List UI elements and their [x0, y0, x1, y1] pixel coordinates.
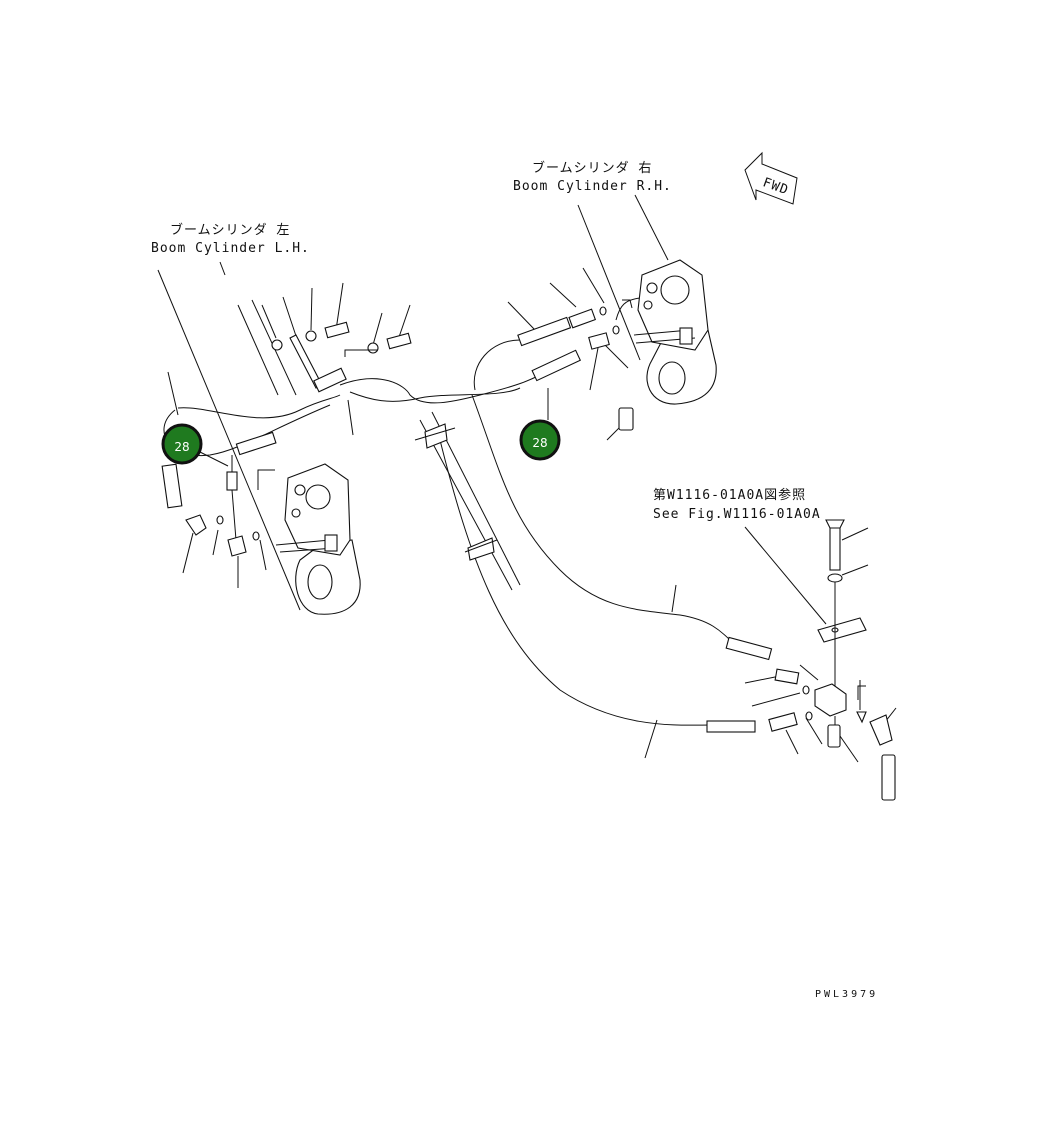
boom-cylinder-rh-en-label: Boom Cylinder R.H. — [513, 179, 672, 194]
left-fittings — [161, 321, 412, 557]
forward-arrow-icon: FWD — [744, 151, 798, 205]
center-pipe-bracket — [414, 411, 521, 591]
right-fittings — [517, 299, 634, 431]
boom-cylinder-lh-en-label: Boom Cylinder L.H. — [151, 241, 310, 256]
boom-cylinder-rh-jp-label: ブームシリンダ 右 — [532, 160, 652, 176]
fwd-label: FWD — [761, 175, 791, 198]
see-fig-en-label: See Fig.W1116-01A0A — [653, 507, 821, 522]
callout-left-label: 28 — [174, 440, 189, 454]
boom-cylinder-lh — [275, 463, 361, 615]
drawing-id-label: PWL3979 — [815, 989, 878, 1000]
callout-left[interactable]: 28 — [161, 423, 229, 467]
callout-right-bubble[interactable] — [519, 419, 561, 461]
callout-left-bubble[interactable] — [161, 423, 203, 465]
boom-cylinder-rh — [633, 259, 717, 405]
see-fig-jp-label: 第W1116-01A0A図参照 — [653, 487, 806, 503]
lower-right-fittings — [706, 519, 896, 801]
hoses — [163, 297, 736, 726]
callout-right-label: 28 — [532, 436, 547, 450]
boom-cylinder-lh-jp-label: ブームシリンダ 左 — [170, 222, 290, 238]
callout-right[interactable]: 28 — [519, 419, 561, 461]
